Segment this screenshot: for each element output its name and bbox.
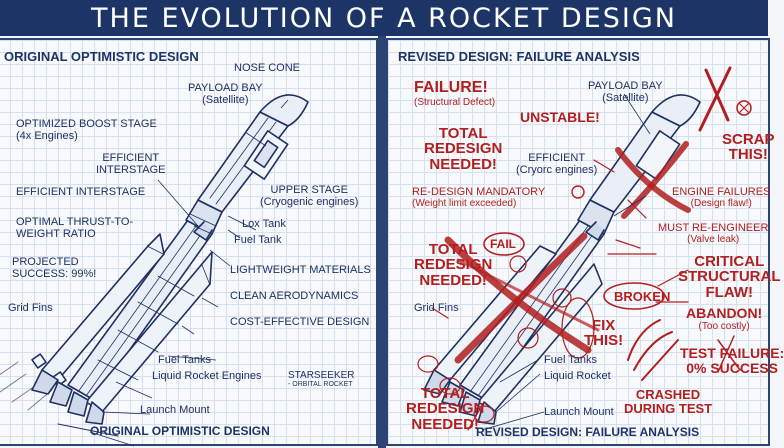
banner-title: THE EVOLUTION OF A ROCKET DESIGN: [91, 2, 677, 34]
label-liquid-rocket-engines: Liquid Rocket Engines: [152, 370, 262, 382]
right-panel-header: REVISED DESIGN: FAILURE ANALYSIS: [398, 49, 640, 64]
note-fix-this: FIX THIS!: [584, 317, 624, 350]
label-thrust-ratio: OPTIMAL THRUST-TO- WEIGHT RATIO: [16, 216, 134, 241]
note-crashed: CRASHED DURING TEST: [624, 387, 713, 416]
label-payload-bay: PAYLOAD BAY (Satellite): [588, 80, 663, 105]
label-payload-bay: PAYLOAD BAY (Satellite): [188, 82, 263, 107]
note-engine-failures: ENGINE FAILURES (Design flaw!): [672, 186, 771, 210]
note-total-redesign-bottom: TOTAL REDESIGN NEEDED!: [406, 385, 485, 433]
label-efficient-interstage: EFFICIENT INTERSTAGE: [16, 186, 146, 198]
note-fail: FAIL: [490, 237, 516, 251]
label-launch-mount: Launch Mount: [140, 404, 210, 416]
original-rocket-drawing: [0, 94, 309, 447]
note-failure: FAILURE! (Structural Defect): [414, 79, 496, 108]
label-cost-effective: COST-EFFECTIVE DESIGN: [230, 316, 370, 328]
note-abandon: ABANDON! (Too costly): [686, 305, 763, 332]
label-efficient-interstage-top: EFFICIENT INTERSTAGE: [96, 152, 166, 177]
label-fuel-tank: Fuel Tank: [234, 234, 282, 246]
note-unstable: UNSTABLE!: [520, 109, 600, 125]
label-grid-fins: Grid Fins: [8, 302, 53, 314]
label-grid-fins: Grid Fins: [414, 302, 459, 314]
panel-divider: [378, 36, 386, 448]
label-nose-cone: NOSE CONE: [234, 62, 301, 74]
label-boost-stage: OPTIMIZED BOOST STAGE (4x Engines): [16, 118, 157, 143]
label-lightweight-materials: LIGHTWEIGHT MATERIALS: [230, 264, 371, 276]
brand-block: STARSEEKER - ORBITAL ROCKET: [288, 370, 355, 389]
note-broken: BROKEN: [614, 289, 671, 304]
note-test-failure: TEST FAILURE: 0% SUCCESS: [680, 345, 784, 376]
note-total-redesign-mid: TOTAL REDESIGN NEEDED!: [414, 241, 493, 289]
label-lox-tank: Lox Tank: [242, 218, 286, 230]
title-banner: THE EVOLUTION OF A ROCKET DESIGN: [0, 0, 768, 36]
label-clean-aerodynamics: CLEAN AERODYNAMICS: [230, 290, 359, 302]
label-efficient: EFFICIENT (Cryorc engines): [516, 152, 598, 177]
label-upper-stage: UPPER STAGE (Cryogenic engines): [260, 184, 359, 209]
revised-rocket-drawing: [417, 66, 752, 431]
right-panel-footer: REVISED DESIGN: FAILURE ANALYSIS: [476, 425, 700, 439]
left-panel-header: ORIGINAL OPTIMISTIC DESIGN: [4, 49, 199, 64]
failure-analysis-panel: REVISED DESIGN: FAILURE ANALYSIS FAILURE…: [386, 38, 784, 446]
label-fuel-tanks: Fuel Tanks: [158, 354, 211, 366]
original-design-panel: ORIGINAL OPTIMISTIC DESIGN NOSE CONE PAY…: [0, 38, 378, 447]
note-must-reengineer: MUST RE-ENGINEER (Valve leak): [658, 222, 769, 246]
label-fuel-tanks: Fuel Tanks: [544, 354, 597, 366]
label-launch-mount: Launch Mount: [544, 406, 614, 418]
note-critical-flaw: CRITICAL STRUCTURAL FLAW!: [678, 253, 781, 301]
note-scrap-this: SCRAP THIS!: [722, 131, 775, 164]
label-projected-success: PROJECTED SUCCESS: 99%!: [12, 256, 97, 281]
note-total-redesign-top: TOTAL REDESIGN NEEDED!: [424, 125, 503, 173]
left-panel-footer: ORIGINAL OPTIMISTIC DESIGN: [90, 424, 270, 438]
note-redesign-mandatory: RE-DESIGN MANDATORY (Weight limit exceed…: [412, 186, 546, 210]
label-liquid-rocket: Liquid Rocket: [544, 370, 611, 382]
